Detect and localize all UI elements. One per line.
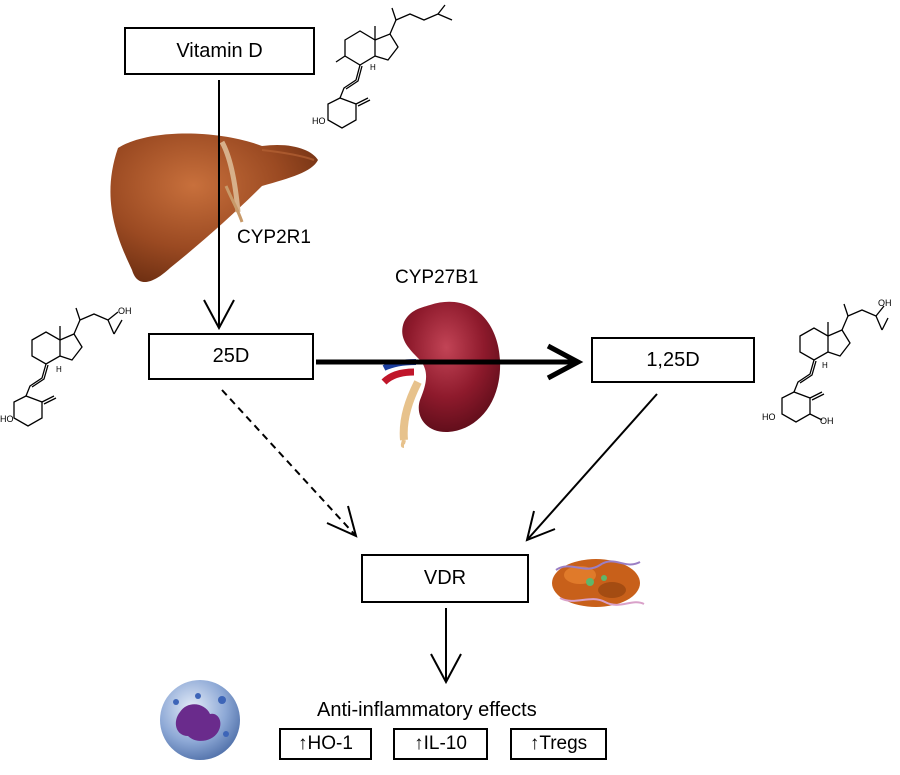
- 25d-oh-label: OH: [118, 306, 132, 316]
- 125d-h-label: H: [822, 361, 828, 370]
- immune-cell-illustration: [160, 680, 240, 760]
- cyp2r1-label: CYP2R1: [237, 227, 311, 248]
- effect-il10-box: ↑IL-10: [393, 728, 488, 760]
- vdr-protein-illustration: [552, 559, 645, 607]
- kidney-illustration: [381, 301, 501, 448]
- effect-ho1-label: ↑HO-1: [298, 733, 353, 754]
- vitamin-d-label: Vitamin D: [176, 39, 263, 62]
- vitamin-d-structure-icon: [327, 4, 453, 129]
- liver-illustration: [110, 133, 318, 283]
- 125d-oh-label: OH: [878, 298, 892, 308]
- 25d-ho-label: HO: [0, 414, 14, 424]
- effects-title: Anti-inflammatory effects: [317, 699, 537, 721]
- vitamin-d-h-label: H: [370, 63, 376, 72]
- vitamin-d-node: Vitamin D: [124, 27, 315, 75]
- 25d-h-label: H: [56, 365, 62, 374]
- effect-tregs-box: ↑Tregs: [510, 728, 607, 760]
- vitamin-d-ho-label: HO: [312, 116, 326, 126]
- effect-ho1-box: ↑HO-1: [279, 728, 372, 760]
- arrow-vitamin-d-to-25d: [203, 80, 235, 331]
- arrow-125d-to-vdr: [525, 393, 658, 542]
- effect-tregs-label: ↑Tregs: [529, 733, 588, 754]
- vdr-node: VDR: [361, 554, 529, 603]
- vdr-label: VDR: [423, 567, 467, 589]
- 125d-node: 1,25D: [591, 337, 755, 383]
- arrow-25d-to-125d: [316, 343, 584, 381]
- 125d-structure-icon: [781, 303, 889, 423]
- 125d-label: 1,25D: [646, 348, 700, 371]
- 125d-ho-label: HO: [762, 412, 776, 422]
- 25d-structure-icon: [13, 307, 123, 427]
- 25d-label: 25D: [212, 345, 250, 367]
- 125d-oh2-label: OH: [820, 416, 834, 426]
- cyp27b1-label: CYP27B1: [395, 267, 479, 288]
- arrow-25d-to-vdr-dashed: [221, 389, 358, 538]
- effect-il10-label: ↑IL-10: [414, 733, 467, 754]
- arrow-vdr-to-effects: [430, 608, 462, 685]
- 25d-node: 25D: [148, 333, 314, 380]
